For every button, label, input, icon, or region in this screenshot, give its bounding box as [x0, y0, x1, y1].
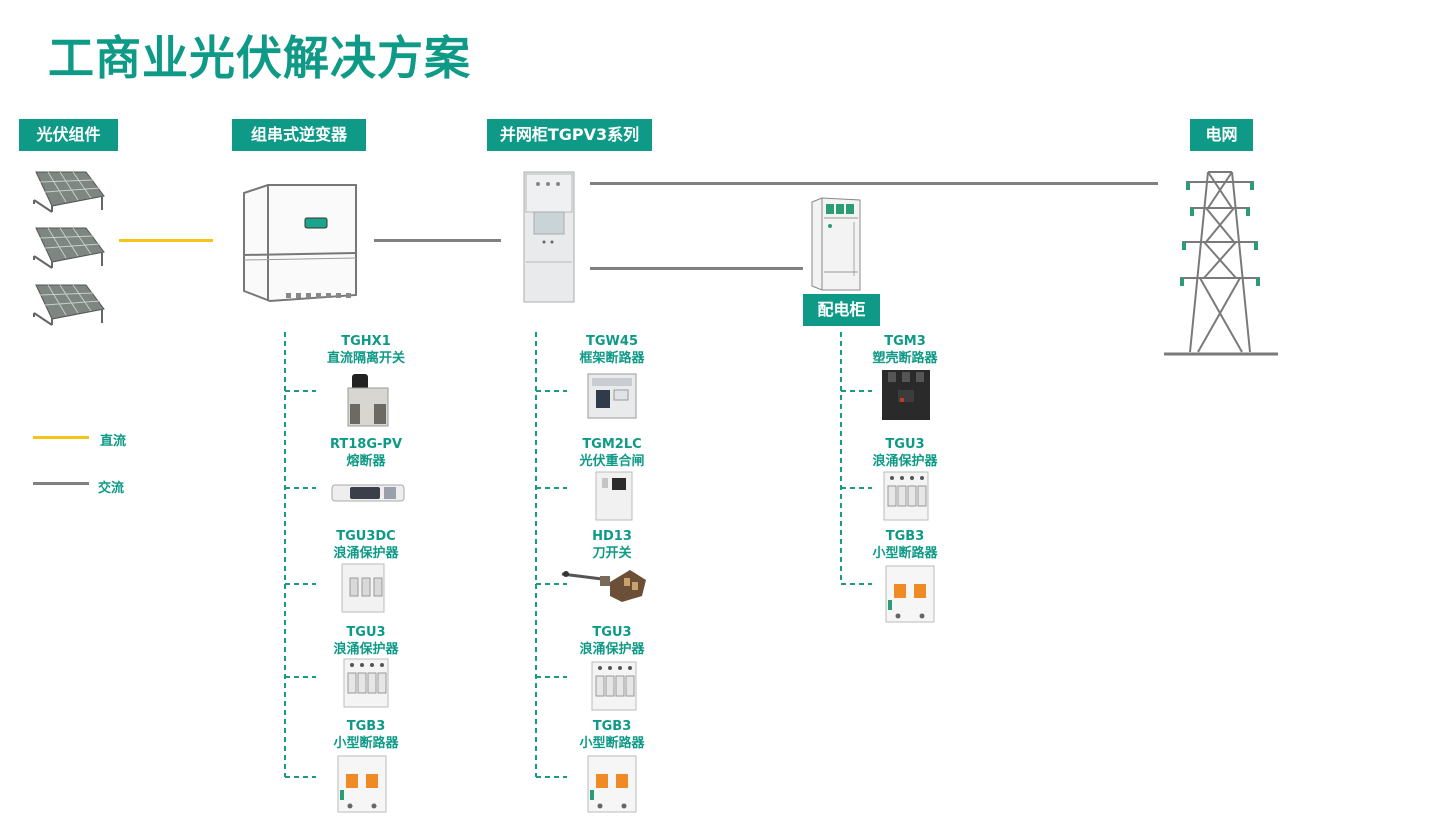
item-model: RT18G-PV: [329, 437, 403, 452]
inverter-item-1-caption: RT18G-PV 熔断器: [296, 436, 436, 470]
dc-line: [119, 239, 213, 242]
item-name: 刀开关: [592, 546, 632, 561]
item-model: TGU3: [346, 625, 386, 640]
ac-line-inverter-cabinet: [374, 239, 501, 242]
header-grid-cabinet: 并网柜TGPV3系列: [487, 119, 652, 151]
item-name: 浪涌保护器: [579, 642, 645, 657]
item-name: 框架断路器: [579, 351, 645, 366]
header-string-inverter: 组串式逆变器: [232, 119, 366, 151]
cabinet-branch-tree: [535, 332, 567, 778]
inverter-item-4-caption: TGB3 小型断路器: [296, 718, 436, 752]
distribution-item-1-caption: TGU3 浪涌保护器: [835, 436, 975, 470]
item-model: TGW45: [586, 334, 638, 349]
inverter-item-2-caption: TGU3DC 浪涌保护器: [296, 528, 436, 562]
item-name: 浪涌保护器: [333, 546, 399, 561]
knife-switch-icon: [561, 570, 646, 602]
item-model: TGU3DC: [336, 529, 396, 544]
frame-circuit-breaker-icon: [587, 373, 637, 419]
cabinet-item-0-caption: TGW45 框架断路器: [542, 333, 682, 367]
cabinet-item-1-caption: TGM2LC 光伏重合闸: [542, 436, 682, 470]
distribution-branch-tree: [840, 332, 872, 585]
header-distribution-cabinet: 配电柜: [803, 294, 880, 326]
item-name: 塑壳断路器: [872, 351, 938, 366]
miniature-circuit-breaker-icon: [337, 755, 387, 813]
item-model: TGHX1: [341, 334, 391, 349]
distribution-cabinet-icon: [811, 197, 861, 291]
legend-dc-label: 直流: [100, 434, 127, 449]
cabinet-item-3-caption: TGU3 浪涌保护器: [542, 624, 682, 658]
cabinet-item-4-caption: TGB3 小型断路器: [542, 718, 682, 752]
header-pv-modules: 光伏组件: [19, 119, 118, 151]
inverter-item-0-caption: TGHX1 直流隔离开关: [296, 333, 436, 367]
distribution-item-2-caption: TGB3 小型断路器: [835, 528, 975, 562]
molded-case-breaker-icon: [882, 370, 930, 420]
item-name: 熔断器: [346, 454, 386, 469]
distribution-item-0-caption: TGM3 塑壳断路器: [835, 333, 975, 367]
string-inverter-icon: [243, 184, 357, 303]
surge-protector-icon: [343, 658, 389, 708]
item-model: TGB3: [346, 719, 386, 734]
item-model: TGU3: [885, 437, 925, 452]
inverter-branch-tree: [284, 332, 316, 778]
pv-recloser-icon: [595, 471, 633, 521]
item-model: TGM3: [884, 334, 926, 349]
dc-surge-protector-icon: [341, 563, 385, 613]
item-model: HD13: [592, 529, 632, 544]
surge-protector-icon: [883, 471, 929, 521]
solar-panels-icon: [33, 171, 105, 326]
item-name: 浪涌保护器: [872, 454, 938, 469]
miniature-circuit-breaker-icon: [885, 565, 935, 623]
inverter-item-3-caption: TGU3 浪涌保护器: [296, 624, 436, 658]
fuse-holder-icon: [331, 484, 405, 502]
dc-isolator-switch-icon: [347, 374, 389, 427]
page-title: 工商业光伏解决方案: [48, 31, 471, 85]
surge-protector-icon: [591, 661, 637, 711]
transmission-tower-icon: [1164, 171, 1278, 356]
ac-line-cabinet-grid: [590, 182, 1158, 185]
legend-ac-swatch: [33, 482, 89, 485]
item-name: 小型断路器: [333, 736, 399, 751]
ac-line-cabinet-distribution: [590, 267, 803, 270]
miniature-circuit-breaker-icon: [587, 755, 637, 813]
item-name: 光伏重合闸: [579, 454, 645, 469]
cabinet-item-2-caption: HD13 刀开关: [542, 528, 682, 562]
item-name: 小型断路器: [579, 736, 645, 751]
item-model: TGB3: [885, 529, 925, 544]
item-model: TGB3: [592, 719, 632, 734]
grid-cabinet-icon: [523, 171, 575, 303]
item-name: 直流隔离开关: [326, 351, 405, 366]
header-grid: 电网: [1190, 119, 1253, 151]
item-model: TGU3: [592, 625, 632, 640]
item-name: 浪涌保护器: [333, 642, 399, 657]
item-name: 小型断路器: [872, 546, 938, 561]
legend-dc-swatch: [33, 436, 89, 439]
legend-ac-label: 交流: [98, 481, 125, 496]
item-model: TGM2LC: [582, 437, 642, 452]
